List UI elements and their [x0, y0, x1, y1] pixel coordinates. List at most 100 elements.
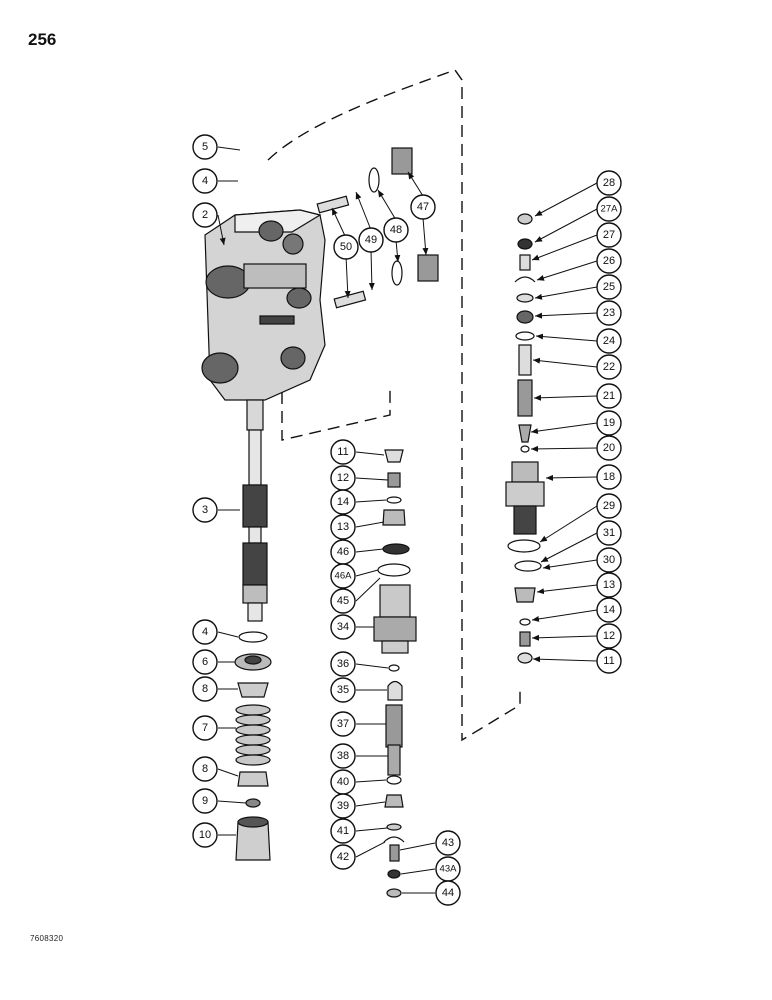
callout-41: 41 [330, 818, 356, 844]
callout-7: 7 [192, 715, 218, 741]
callout-10: 10 [192, 822, 218, 848]
callout-50: 50 [333, 234, 359, 260]
callout-43: 43 [435, 830, 461, 856]
svg-text:18: 18 [603, 471, 615, 483]
svg-text:48: 48 [390, 224, 402, 236]
callout-8-lower: 8 [192, 756, 218, 782]
svg-text:30: 30 [603, 554, 615, 566]
callout-29: 29 [596, 493, 622, 519]
callout-46a: 46A [330, 563, 356, 589]
svg-text:14: 14 [603, 604, 615, 616]
callout-3: 3 [192, 497, 218, 523]
svg-text:26: 26 [603, 255, 615, 267]
svg-text:46: 46 [337, 546, 349, 558]
svg-text:27A: 27A [601, 204, 619, 215]
svg-text:4: 4 [202, 626, 208, 638]
callout-35: 35 [330, 677, 356, 703]
svg-text:34: 34 [337, 621, 349, 633]
svg-text:43A: 43A [440, 864, 458, 875]
svg-text:9: 9 [202, 795, 208, 807]
svg-text:29: 29 [603, 500, 615, 512]
callout-38: 38 [330, 743, 356, 769]
callout-2: 2 [192, 202, 218, 228]
callout-12: 12 [330, 465, 356, 491]
svg-text:3: 3 [202, 504, 208, 516]
svg-text:35: 35 [337, 684, 349, 696]
callout-11-right: 11 [596, 648, 622, 674]
svg-text:38: 38 [337, 750, 349, 762]
callout-8: 8 [192, 676, 218, 702]
svg-text:14: 14 [337, 496, 349, 508]
svg-text:37: 37 [337, 718, 349, 730]
svg-text:7: 7 [202, 722, 208, 734]
svg-text:12: 12 [337, 472, 349, 484]
svg-text:24: 24 [603, 335, 615, 347]
callout-14: 14 [330, 489, 356, 515]
left-stack-parts [234, 631, 272, 861]
callout-13-right: 13 [596, 572, 622, 598]
svg-text:19: 19 [603, 417, 615, 429]
callout-36: 36 [330, 651, 356, 677]
callout-18: 18 [596, 464, 622, 490]
svg-text:50: 50 [340, 241, 352, 253]
svg-text:11: 11 [603, 655, 614, 667]
callout-27: 27 [596, 222, 622, 248]
callout-47: 47 [410, 194, 436, 220]
svg-text:13: 13 [603, 579, 615, 591]
svg-text:27: 27 [603, 229, 615, 241]
svg-text:6: 6 [202, 656, 208, 668]
callout-27a: 27A [596, 196, 622, 222]
callout-34: 34 [330, 614, 356, 640]
callout-24: 24 [596, 328, 622, 354]
callout-45: 45 [330, 588, 356, 614]
svg-text:36: 36 [337, 658, 349, 670]
svg-text:21: 21 [603, 390, 615, 402]
svg-text:28: 28 [603, 177, 615, 189]
callout-12-right: 12 [596, 623, 622, 649]
callout-6: 6 [192, 649, 218, 675]
svg-text:44: 44 [442, 887, 454, 899]
svg-text:31: 31 [603, 527, 615, 539]
svg-text:25: 25 [603, 281, 615, 293]
callout-13: 13 [330, 514, 356, 540]
svg-text:39: 39 [337, 800, 349, 812]
svg-text:46A: 46A [335, 571, 353, 582]
callout-31: 31 [596, 520, 622, 546]
svg-text:2: 2 [202, 209, 208, 221]
svg-text:11: 11 [337, 446, 348, 458]
callout-25: 25 [596, 274, 622, 300]
top-fittings [316, 147, 439, 309]
svg-text:4: 4 [202, 175, 208, 187]
valve-body [201, 209, 326, 401]
page-number: 256 [28, 30, 57, 49]
callout-39: 39 [330, 793, 356, 819]
svg-text:20: 20 [603, 442, 615, 454]
callout-28: 28 [596, 170, 622, 196]
svg-text:12: 12 [603, 630, 615, 642]
svg-text:23: 23 [603, 307, 615, 319]
callout-48: 48 [383, 217, 409, 243]
right-stack-parts [505, 213, 545, 664]
svg-text:22: 22 [603, 361, 615, 373]
svg-text:10: 10 [199, 829, 211, 841]
callout-43a: 43A [435, 856, 461, 882]
svg-text:49: 49 [365, 234, 377, 246]
spool [242, 399, 268, 622]
callout-5: 5 [192, 134, 218, 160]
callout-4-lower: 4 [192, 619, 218, 645]
callout-30: 30 [596, 547, 622, 573]
figure-code: 7608320 [30, 934, 64, 943]
assembly-dashed-line-middle [281, 385, 391, 441]
callout-11: 11 [330, 439, 356, 465]
callout-42: 42 [330, 844, 356, 870]
callout-23: 23 [596, 300, 622, 326]
svg-text:47: 47 [417, 201, 429, 213]
callout-9: 9 [192, 788, 218, 814]
svg-text:41: 41 [337, 825, 349, 837]
svg-text:42: 42 [337, 851, 349, 863]
callout-37: 37 [330, 711, 356, 737]
callout-21: 21 [596, 383, 622, 409]
callout-20: 20 [596, 435, 622, 461]
callout-49: 49 [358, 227, 384, 253]
